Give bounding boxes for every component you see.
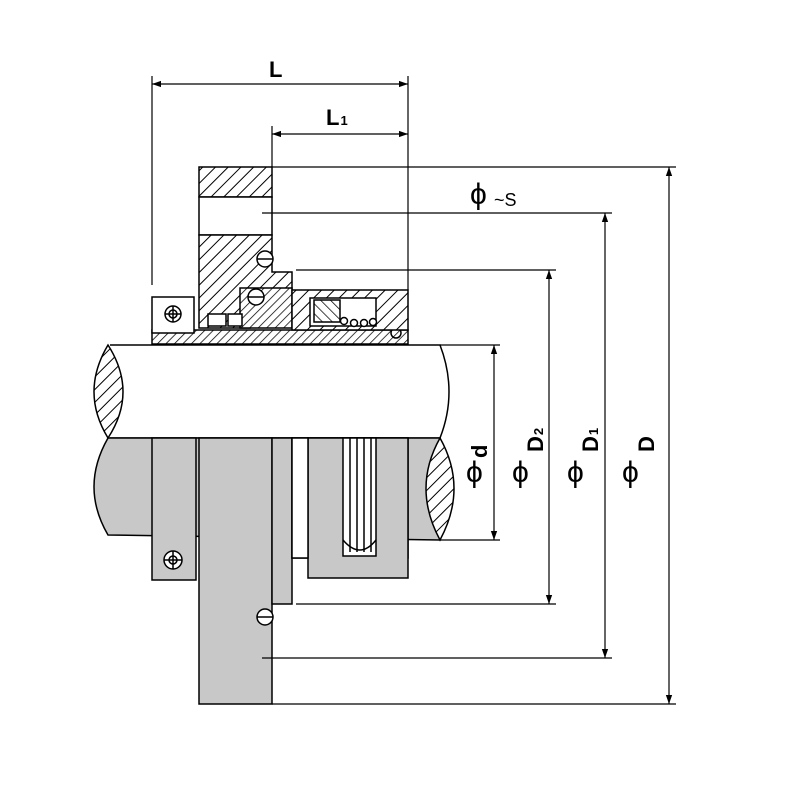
gland-top (198, 166, 273, 198)
gland-lower-step (271, 437, 293, 605)
svg-text:d: d (467, 445, 492, 458)
svg-text:D1: D1 (578, 428, 603, 452)
label-L1: L1 (326, 105, 348, 130)
label-D2-symbol: ϕ (512, 456, 529, 489)
spring-3 (359, 318, 369, 328)
gland-lower (198, 437, 273, 705)
sleeve (151, 329, 409, 345)
gland-gap (198, 196, 273, 236)
label-S-symbol: ϕ (470, 178, 487, 211)
face-ring (239, 287, 293, 329)
spring-2 (349, 318, 359, 328)
spring-4 (368, 317, 378, 327)
dimensions (151, 76, 676, 705)
svg-text:D: D (634, 436, 659, 452)
label-d: d (467, 445, 492, 458)
label-D1: D1 (578, 428, 603, 452)
label-D2: D2 (523, 428, 548, 452)
shaft-upper (110, 344, 450, 439)
label-D1-symbol: ϕ (567, 456, 584, 489)
svg-text:D2: D2 (523, 428, 548, 452)
labels: L L1 ϕ ~S d ϕ D2 ϕ D1 ϕ D ϕ (269, 57, 659, 489)
shaft-left-break (93, 343, 124, 440)
exterior-view (151, 437, 409, 705)
label-D: D (634, 436, 659, 452)
section-view (151, 166, 409, 345)
label-S: ~S (494, 190, 517, 210)
label-L: L (269, 57, 282, 82)
label-D-symbol: ϕ (622, 456, 639, 489)
spring-1 (339, 316, 349, 326)
label-d-symbol: ϕ (466, 456, 483, 489)
